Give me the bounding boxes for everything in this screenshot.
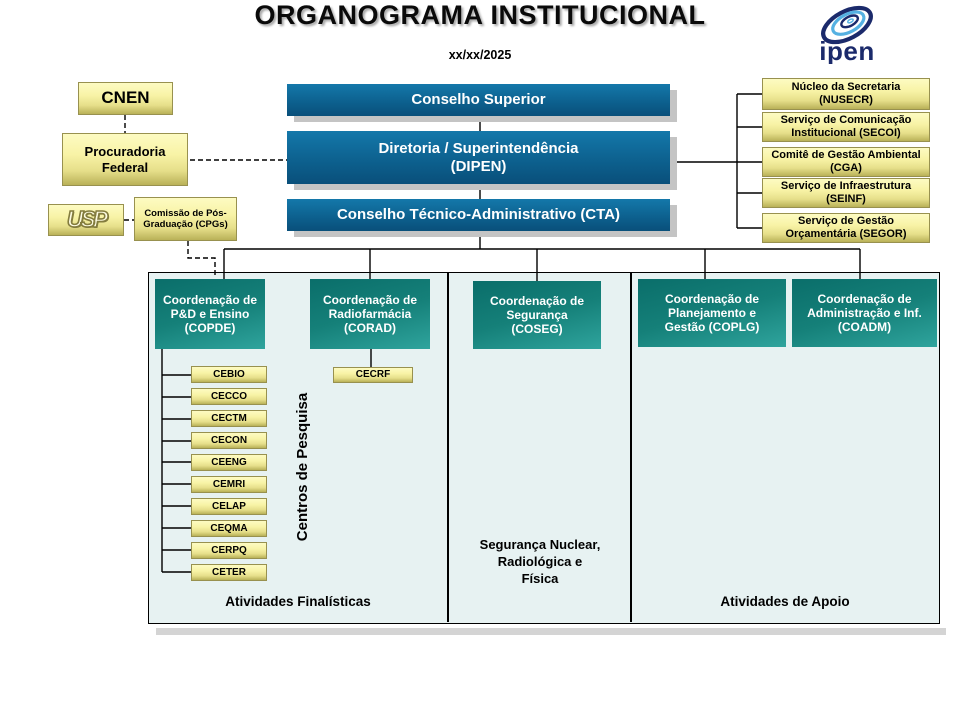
dipen-line2: (DIPEN) — [450, 157, 507, 175]
panel-divider-1 — [447, 272, 449, 622]
node-cebio: CEBIO — [191, 366, 267, 383]
node-cta: Conselho Técnico-Administrativo (CTA) — [287, 199, 670, 231]
node-cecco: CECCO — [191, 388, 267, 405]
node-cga: Comitê de Gestão Ambiental (CGA) — [762, 147, 930, 177]
ipen-swirl-icon — [821, 5, 873, 45]
node-cnen: CNEN — [78, 82, 173, 115]
label-seguranca-nuclear: Segurança Nuclear, Radiológica e Física — [479, 537, 601, 587]
node-cpgs: Comissão de Pós-Graduação (CPGs) — [134, 197, 237, 241]
page-title: ORGANOGRAMA INSTITUCIONAL — [254, 0, 706, 30]
node-cecon: CECON — [191, 432, 267, 449]
node-cemri: CEMRI — [191, 476, 267, 493]
page-date: xx/xx/2025 — [448, 48, 512, 62]
usp-logo-text: USP — [66, 206, 109, 234]
node-procuradoria-federal: Procuradoria Federal — [62, 133, 188, 186]
centros-de-pesquisa-label: Centros de Pesquisa — [294, 392, 311, 542]
node-seinf: Serviço de Infraestrutura (SEINF) — [762, 178, 930, 208]
ipen-logo: ipen — [819, 5, 874, 64]
node-cectm: CECTM — [191, 410, 267, 427]
node-coseg: Coordenação de Segurança (COSEG) — [473, 281, 601, 349]
node-conselho-superior: Conselho Superior — [287, 84, 670, 116]
node-cecrf: CECRF — [333, 367, 413, 383]
node-ceeng: CEENG — [191, 454, 267, 471]
label-atividades-finalisticas: Atividades Finalísticas — [225, 594, 371, 609]
node-dipen: Diretoria / Superintendência (DIPEN) — [287, 131, 670, 184]
node-nusecr: Núcleo da Secretaria (NUSECR) — [762, 78, 930, 110]
usp-logo: USP — [48, 204, 124, 236]
node-corad: Coordenação de Radiofarmácia (CORAD) — [310, 279, 430, 349]
panel-divider-2 — [630, 272, 632, 622]
node-coadm: Coordenação de Administração e Inf. (COA… — [792, 279, 937, 347]
node-segor: Serviço de Gestão Orçamentária (SEGOR) — [762, 213, 930, 243]
label-atividades-de-apoio: Atividades de Apoio — [720, 594, 850, 609]
node-ceter: CETER — [191, 564, 267, 581]
node-secoi: Serviço de Comunicação Institucional (SE… — [762, 112, 930, 142]
node-copde: Coordenação de P&D e Ensino (COPDE) — [155, 279, 265, 349]
dipen-line1: Diretoria / Superintendência — [378, 139, 579, 157]
panel-shadow-bar — [156, 628, 946, 635]
node-coplg: Coordenação de Planejamento e Gestão (CO… — [638, 279, 786, 347]
node-celap: CELAP — [191, 498, 267, 515]
node-cerpq: CERPQ — [191, 542, 267, 559]
ipen-logo-text: ipen — [819, 36, 874, 64]
node-ceqma: CEQMA — [191, 520, 267, 537]
